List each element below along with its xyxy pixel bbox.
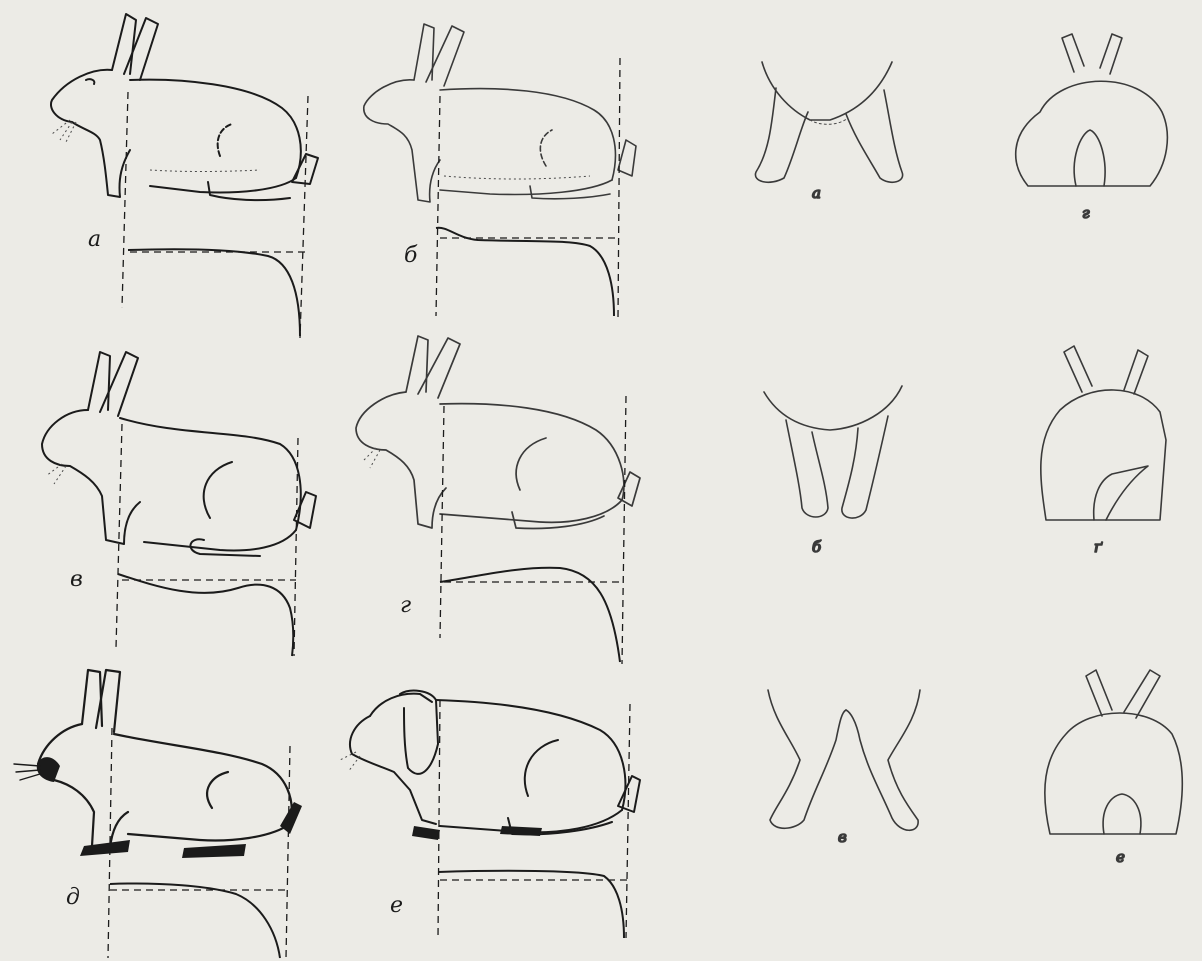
back-profile-curve-a	[128, 249, 300, 336]
dark-forepaws	[80, 840, 130, 856]
rear-reference-line-e	[626, 704, 630, 938]
label-g: г	[400, 593, 411, 618]
rabbit-drawing-b	[364, 24, 636, 202]
leg-view-b: б	[764, 386, 902, 556]
side-view-g: г	[356, 336, 640, 664]
side-view-e: е	[340, 691, 640, 938]
front-reference-line-b	[436, 96, 440, 316]
rear-view-e: е	[1045, 670, 1183, 866]
side-view-a: а	[51, 14, 318, 338]
dark-hindpaw-e	[500, 826, 542, 836]
leg-view-a: а	[755, 62, 902, 202]
label-a: а	[88, 227, 101, 252]
side-view-v: в	[42, 352, 316, 656]
label-rear-g: г	[1082, 204, 1090, 222]
front-reference-line-v	[116, 424, 122, 648]
back-profile-curve-d	[110, 883, 280, 958]
label-e: е	[390, 893, 403, 918]
label-leg-v: в	[838, 828, 847, 846]
rabbit-drawing-v	[42, 352, 316, 556]
label-v: в	[70, 567, 83, 592]
rabbit-drawing-d	[38, 670, 292, 848]
rabbit-drawing-a	[51, 14, 318, 200]
side-view-d: д	[14, 670, 302, 958]
rear-reference-line-g	[622, 396, 626, 664]
back-profile-curve-v	[118, 574, 293, 656]
rear-view-gg: ґ	[1041, 346, 1166, 556]
label-rear-e: е	[1116, 848, 1125, 866]
label-rear-gg: ґ	[1094, 538, 1103, 556]
dark-hindpaws	[182, 844, 246, 858]
rabbit-drawing-g	[356, 336, 640, 529]
label-leg-b: б	[812, 538, 822, 556]
front-reference-line-g	[440, 406, 444, 638]
rear-reference-line-d	[286, 746, 290, 958]
rear-reference-line-a	[300, 96, 308, 338]
front-reference-line-a	[122, 92, 128, 308]
side-view-b: б	[364, 24, 636, 318]
label-d: д	[66, 885, 80, 910]
label-leg-a: а	[812, 184, 821, 202]
rabbit-drawing-e	[350, 691, 640, 835]
leg-view-v: в	[768, 690, 920, 846]
rear-view-g: г	[1016, 34, 1168, 222]
label-b: б	[404, 243, 418, 268]
dark-forepaw-e	[412, 826, 440, 840]
rear-reference-line-b	[618, 58, 620, 318]
back-profile-curve-b	[436, 228, 614, 316]
back-profile-curve-e	[438, 871, 624, 938]
